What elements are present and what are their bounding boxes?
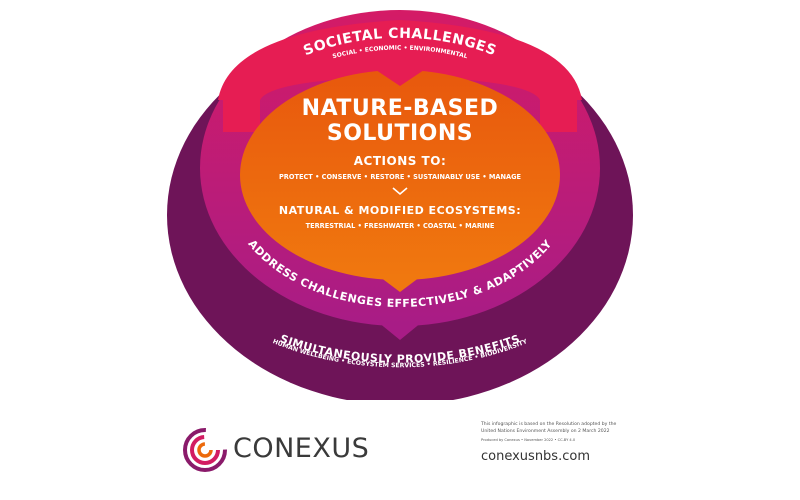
core-title-line2: SOLUTIONS xyxy=(327,121,473,146)
brand-name: CONEXUS xyxy=(233,433,370,464)
nbs-diagram: SOCIETAL CHALLENGES SOCIAL • ECONOMIC • … xyxy=(167,10,633,400)
ecosystems-heading: NATURAL & MODIFIED ECOSYSTEMS: xyxy=(279,204,521,217)
top-notch xyxy=(376,70,424,86)
resolution-note-line1: This infographic is based on the Resolut… xyxy=(481,422,617,427)
right-connector xyxy=(540,92,577,132)
resolution-note-line2: United Nations Environment Assembly on 2… xyxy=(481,428,610,434)
core-pointer xyxy=(376,274,424,292)
website-link[interactable]: conexusnbs.com xyxy=(481,449,590,464)
chevron-down-icon xyxy=(392,187,408,196)
actions-list: PROTECT • CONSERVE • RESTORE • SUSTAINAB… xyxy=(279,173,522,181)
middle-pointer xyxy=(378,322,422,340)
left-connector xyxy=(223,92,260,132)
conexus-logo-icon xyxy=(183,428,227,472)
core-ellipse xyxy=(240,70,560,280)
core-title-line1: NATURE-BASED xyxy=(302,96,499,121)
ecosystems-list: TERRESTRIAL • FRESHWATER • COASTAL • MAR… xyxy=(306,222,495,230)
credit-note: Produced by Conexus • November 2022 • CC… xyxy=(481,438,576,442)
resolution-note: This infographic is based on the Resolut… xyxy=(481,422,641,435)
actions-heading: ACTIONS TO: xyxy=(354,154,447,168)
top-band xyxy=(218,20,582,100)
